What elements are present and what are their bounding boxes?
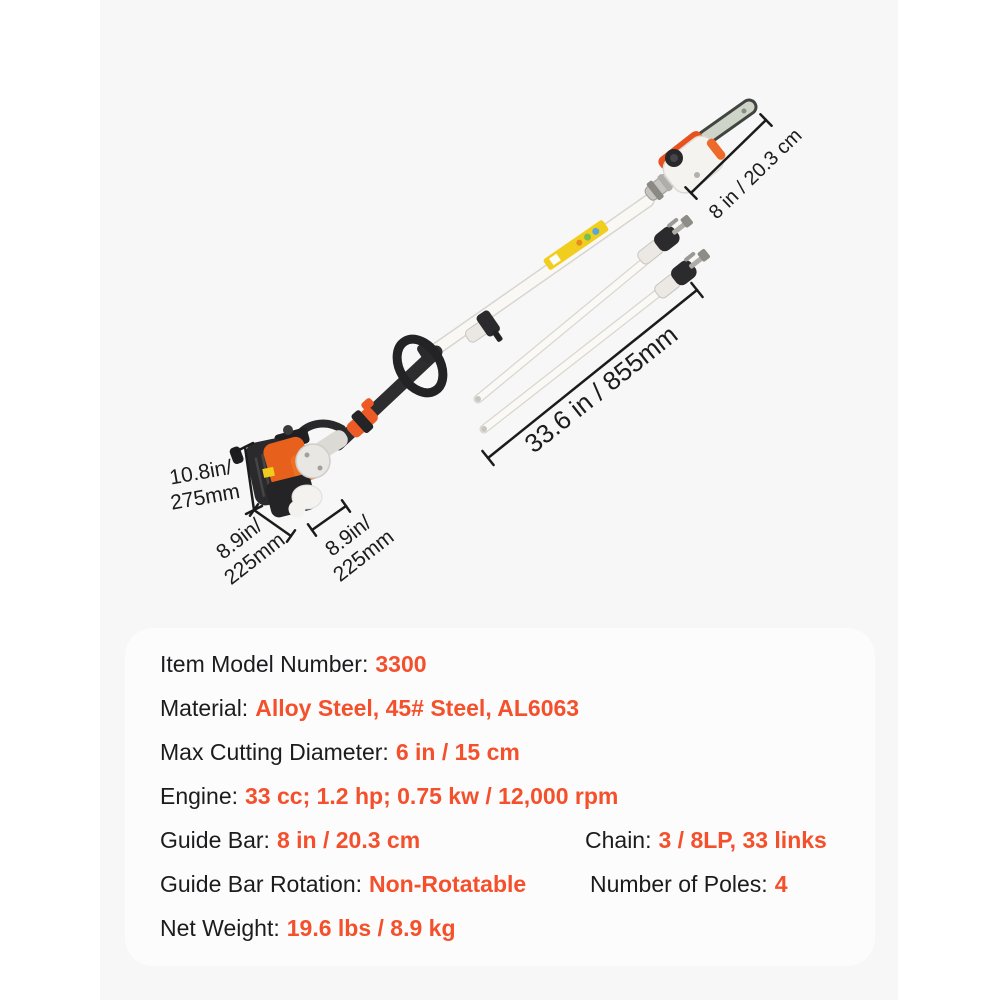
spec-label: Material: [160, 695, 249, 721]
spec-row-material: Material:Alloy Steel, 45# Steel, AL6063 [160, 686, 875, 730]
spec-value: Non-Rotatable [369, 871, 527, 897]
spec-row-guide-bar: Guide Bar:8 in / 20.3 cm Chain:3 / 8LP, … [160, 818, 875, 862]
spec-row-cutting-diameter: Max Cutting Diameter:6 in / 15 cm [160, 730, 875, 774]
spec-value: 3 / 8LP, 33 links [658, 827, 827, 853]
spec-value: 33 cc; 1.2 hp; 0.75 kw / 12,000 rpm [245, 783, 619, 809]
spec-row-engine: Engine:33 cc; 1.2 hp; 0.75 kw / 12,000 r… [160, 774, 875, 818]
spec-label: Chain: [585, 827, 652, 853]
spec-row-model: Item Model Number:3300 [160, 642, 875, 686]
spec-value: Alloy Steel, 45# Steel, AL6063 [255, 695, 580, 721]
spec-row-net-weight: Net Weight:19.6 lbs / 8.9 kg [160, 906, 875, 950]
spec-pair-chain: Chain:3 / 8LP, 33 links [585, 818, 827, 862]
spec-value: 3300 [375, 651, 427, 677]
spec-pair-poles: Number of Poles:4 [590, 862, 788, 906]
spec-label: Guide Bar: [160, 827, 270, 853]
spec-value: 19.6 lbs / 8.9 kg [286, 915, 456, 941]
spec-label: Max Cutting Diameter: [160, 739, 389, 765]
spec-label: Number of Poles: [590, 871, 768, 897]
spec-value: 4 [774, 871, 788, 897]
spec-value: 8 in / 20.3 cm [276, 827, 421, 853]
spec-value: 6 in / 15 cm [395, 739, 520, 765]
spec-panel: Item Model Number:3300 Material:Alloy St… [125, 628, 875, 966]
spec-label: Engine: [160, 783, 239, 809]
spec-label: Item Model Number: [160, 651, 369, 677]
spec-label: Net Weight: [160, 915, 280, 941]
spec-row-bar-rotation: Guide Bar Rotation:Non-Rotatable Number … [160, 862, 875, 906]
spec-label: Guide Bar Rotation: [160, 871, 363, 897]
